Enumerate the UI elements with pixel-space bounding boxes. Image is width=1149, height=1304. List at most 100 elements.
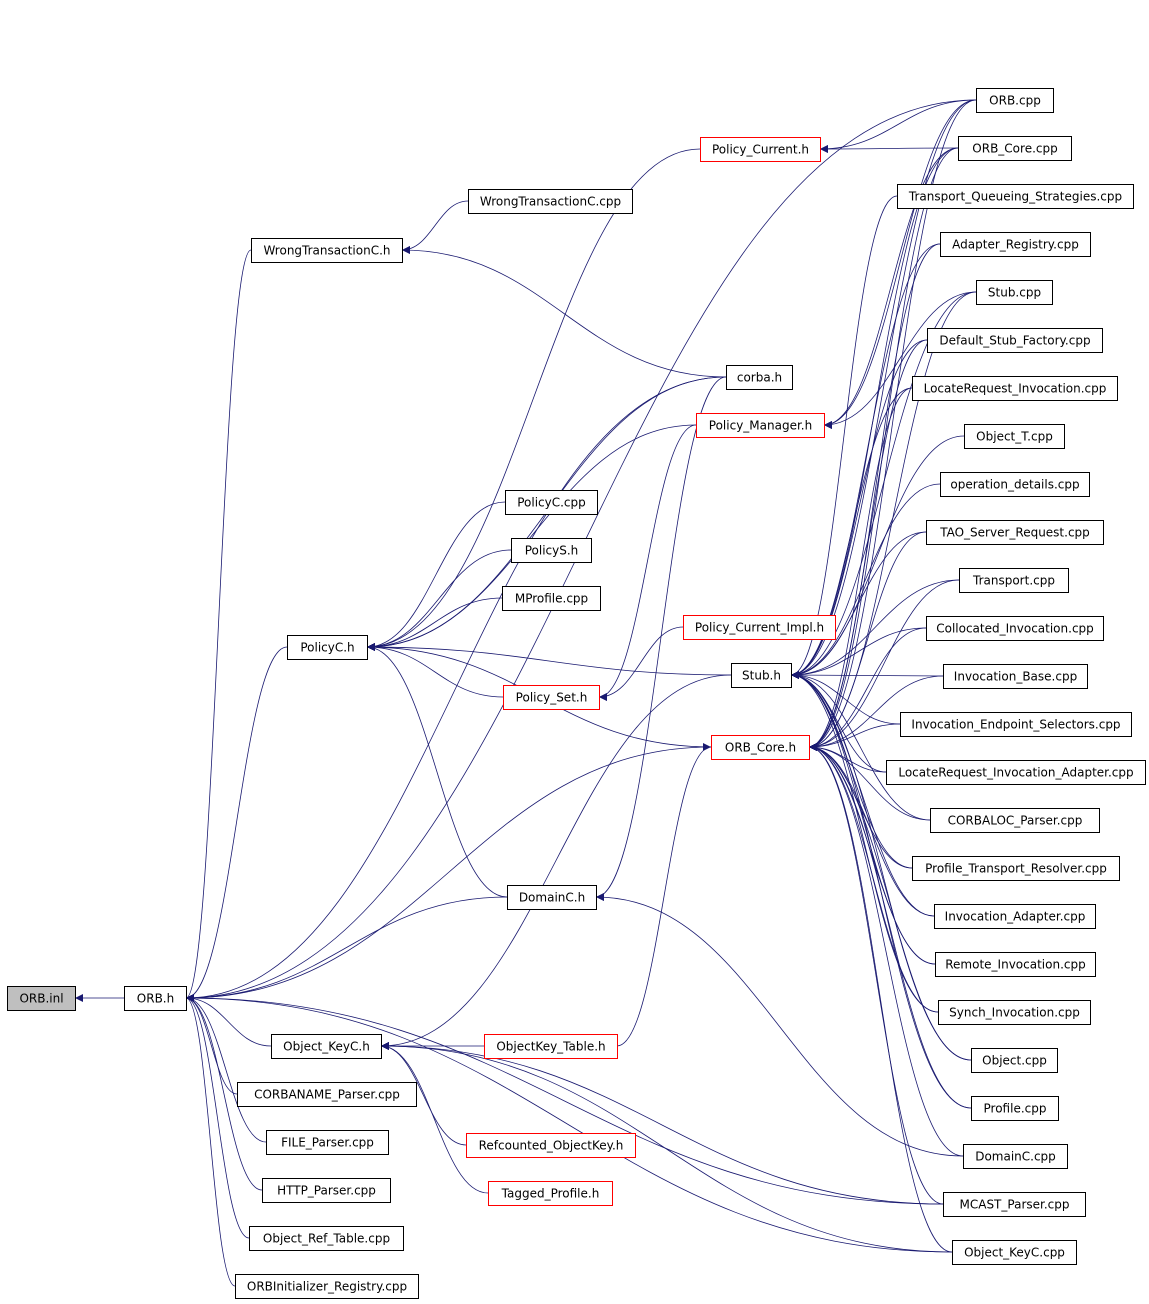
node-synch-invocation[interactable]: Synch_Invocation.cpp <box>938 1000 1091 1025</box>
node-orb-inl[interactable]: ORB.inl <box>7 986 76 1011</box>
node-transport-queueing[interactable]: Transport_Queueing_Strategies.cpp <box>897 184 1134 209</box>
node-label: ORB.cpp <box>989 94 1041 108</box>
node-label: Tagged_Profile.h <box>501 1187 600 1201</box>
node-label: Transport_Queueing_Strategies.cpp <box>908 190 1122 204</box>
node-object-keyc-h[interactable]: Object_KeyC.h <box>271 1034 382 1059</box>
node-policys-h[interactable]: PolicyS.h <box>511 538 592 563</box>
edge-orb_cpp-to-policy_current_h <box>819 99 977 153</box>
node-corbaname[interactable]: CORBANAME_Parser.cpp <box>237 1082 417 1107</box>
edge-orb_core_h-to-orb_h <box>185 746 712 1002</box>
node-box <box>940 472 1090 497</box>
node-label: PolicyS.h <box>525 544 579 558</box>
node-corba-h[interactable]: corba.h <box>726 365 793 390</box>
node-label: Refcounted_ObjectKey.h <box>479 1139 624 1153</box>
node-box <box>271 1034 382 1059</box>
node-object-ref-table[interactable]: Object_Ref_Table.cpp <box>249 1226 404 1251</box>
node-operation-details[interactable]: operation_details.cpp <box>940 472 1090 497</box>
edge-policy_set_h-to-policyc_h <box>366 643 504 698</box>
node-label: Object_KeyC.h <box>283 1040 370 1054</box>
edge-mcast_parser-to-orb_core_h <box>808 743 944 1205</box>
node-box <box>900 712 1132 737</box>
node-corbaloc-parser[interactable]: CORBALOC_Parser.cpp <box>930 808 1100 833</box>
node-objectkey-table-h[interactable]: ObjectKey_Table.h <box>484 1034 618 1059</box>
node-invocation-endpoint-sel[interactable]: Invocation_Endpoint_Selectors.cpp <box>900 712 1132 737</box>
edge-object_keyc_h-to-orb_h <box>185 994 272 1047</box>
node-policy-set-h[interactable]: Policy_Set.h <box>503 685 600 710</box>
node-box <box>952 1240 1077 1265</box>
node-file-parser[interactable]: FILE_Parser.cpp <box>266 1130 389 1155</box>
node-label: Invocation_Base.cpp <box>954 670 1077 684</box>
node-policy-current-h[interactable]: Policy_Current.h <box>700 137 821 162</box>
node-label: Object.cpp <box>982 1054 1047 1068</box>
node-invocation-base[interactable]: Invocation_Base.cpp <box>943 664 1088 689</box>
node-locaterequest-inv-adapter[interactable]: LocateRequest_Invocation_Adapter.cpp <box>886 760 1146 785</box>
node-box <box>912 376 1118 401</box>
node-wrongtransactionc-h[interactable]: WrongTransactionC.h <box>251 238 403 263</box>
node-object-t[interactable]: Object_T.cpp <box>964 424 1065 449</box>
node-label: Policy_Manager.h <box>709 419 812 433</box>
node-orb-core-h[interactable]: ORB_Core.h <box>711 735 810 760</box>
node-default-stub-factory[interactable]: Default_Stub_Factory.cpp <box>927 328 1103 353</box>
node-adapter-registry[interactable]: Adapter_Registry.cpp <box>940 232 1091 257</box>
node-box <box>235 1274 419 1299</box>
node-domainc-h[interactable]: DomainC.h <box>507 885 597 910</box>
node-locaterequest-invocation[interactable]: LocateRequest_Invocation.cpp <box>912 376 1118 401</box>
node-orbinit-reg[interactable]: ORBInitializer_Registry.cpp <box>235 1274 419 1299</box>
node-refcounted-objectkey-h[interactable]: Refcounted_ObjectKey.h <box>466 1133 636 1158</box>
edge-collocated_invocation-to-orb_core_h <box>808 627 927 751</box>
node-box <box>262 1178 391 1203</box>
node-http-parser[interactable]: HTTP_Parser.cpp <box>262 1178 391 1203</box>
edge-wrongtransactionc_cpp-to-wrongtransactionc_h <box>401 200 469 254</box>
node-transport-cpp[interactable]: Transport.cpp <box>959 568 1069 593</box>
edge-corbaloc_parser-to-stub_h <box>790 671 931 821</box>
node-mprofile-cpp[interactable]: MProfile.cpp <box>502 586 601 611</box>
node-remote-invocation[interactable]: Remote_Invocation.cpp <box>935 952 1096 977</box>
node-mcast-parser[interactable]: MCAST_Parser.cpp <box>943 1192 1086 1217</box>
node-wrongtransactionc-cpp[interactable]: WrongTransactionC.cpp <box>468 189 633 214</box>
edge-policy_manager_h-to-policyc_h <box>366 424 697 651</box>
node-orb-core-cpp[interactable]: ORB_Core.cpp <box>958 136 1072 161</box>
node-policy-manager-h[interactable]: Policy_Manager.h <box>696 413 825 438</box>
node-orb-h[interactable]: ORB.h <box>124 986 187 1011</box>
node-label: Policy_Current_Impl.h <box>695 621 824 635</box>
node-object-cpp[interactable]: Object.cpp <box>971 1048 1058 1073</box>
node-orb-cpp[interactable]: ORB.cpp <box>976 88 1054 113</box>
node-label: Default_Stub_Factory.cpp <box>939 334 1090 348</box>
edge-locaterequest_invocation-to-orb_core_h <box>808 387 913 751</box>
edge-object_keyc_cpp-to-orb_h <box>185 994 953 1253</box>
node-box <box>971 1048 1058 1073</box>
node-label: CORBANAME_Parser.cpp <box>254 1088 400 1102</box>
node-invocation-adapter[interactable]: Invocation_Adapter.cpp <box>934 904 1096 929</box>
node-stub-cpp[interactable]: Stub.cpp <box>976 280 1053 305</box>
edge-locaterequest_invocation-to-stub_h <box>790 387 913 679</box>
node-collocated-invocation[interactable]: Collocated_Invocation.cpp <box>926 616 1104 641</box>
node-policy-current-impl-h[interactable]: Policy_Current_Impl.h <box>683 615 836 640</box>
edge-object_cpp-to-orb_core_h <box>808 743 972 1061</box>
node-label: WrongTransactionC.h <box>263 244 390 258</box>
node-profile-cpp[interactable]: Profile.cpp <box>971 1096 1059 1121</box>
node-tagged-profile-h[interactable]: Tagged_Profile.h <box>488 1181 613 1206</box>
node-object-keyc-cpp[interactable]: Object_KeyC.cpp <box>952 1240 1077 1265</box>
node-label: Profile.cpp <box>984 1102 1047 1116</box>
node-box <box>886 760 1146 785</box>
node-box <box>958 136 1072 161</box>
node-stub-h[interactable]: Stub.h <box>731 663 792 688</box>
node-box <box>726 365 793 390</box>
edge-object_ref_table-to-orb_h <box>185 994 250 1239</box>
node-box <box>943 664 1088 689</box>
edge-collocated_invocation-to-stub_h <box>790 627 927 679</box>
node-policyc-h[interactable]: PolicyC.h <box>287 635 368 660</box>
edge-objectkey_table_h-to-orb_core_h <box>616 743 712 1047</box>
edge-orb_cpp-to-stub_h <box>790 99 977 679</box>
node-box <box>251 238 403 263</box>
node-tao-server-request[interactable]: TAO_Server_Request.cpp <box>926 520 1104 545</box>
node-box <box>711 735 810 760</box>
node-label: Invocation_Endpoint_Selectors.cpp <box>911 718 1120 732</box>
node-domainc-cpp[interactable]: DomainC.cpp <box>963 1144 1068 1169</box>
edge-corbaloc_parser-to-orb_core_h <box>808 743 931 821</box>
edge-file_parser-to-orb_h <box>185 994 267 1143</box>
node-box <box>926 520 1104 545</box>
node-profile-transport-resolver[interactable]: Profile_Transport_Resolver.cpp <box>912 856 1120 881</box>
node-label: Policy_Set.h <box>516 691 588 705</box>
node-policyc-cpp[interactable]: PolicyC.cpp <box>505 490 598 515</box>
